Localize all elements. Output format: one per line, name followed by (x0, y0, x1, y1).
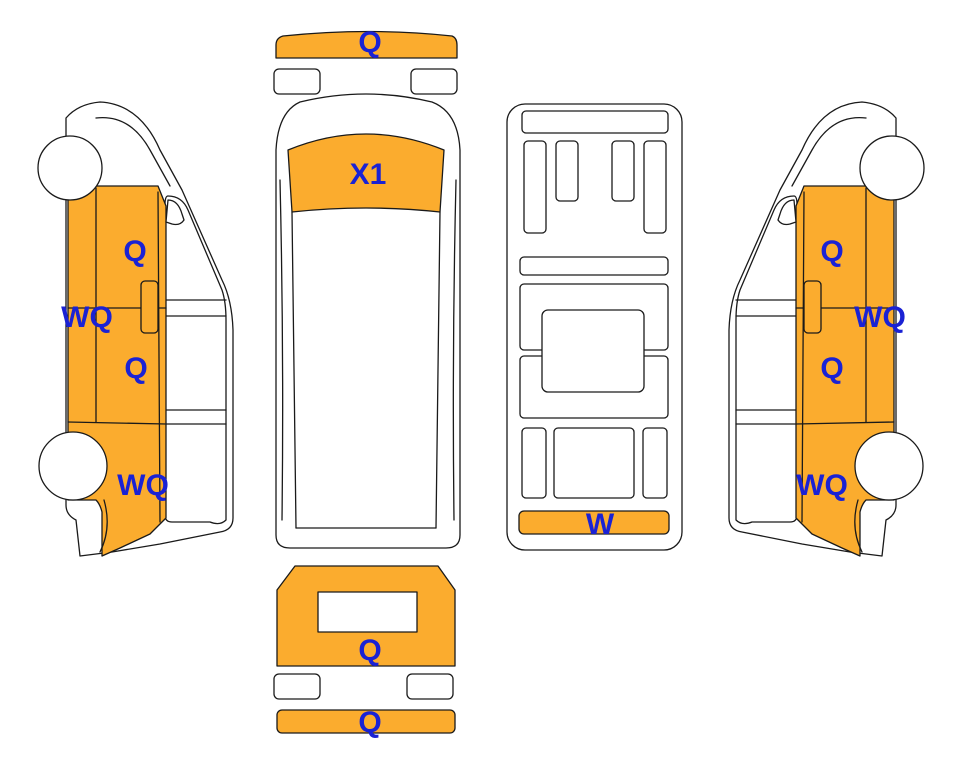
left-side-view (37, 101, 234, 557)
front-left-headlight[interactable] (273, 68, 321, 95)
right-side-front-wheel (859, 135, 925, 201)
label-left-sill: WQ (61, 301, 113, 334)
damage-labels: Q X1 Q WQ Q WQ Q WQ Q WQ W Q Q (61, 26, 906, 739)
rear-left-taillight[interactable] (273, 673, 321, 700)
underbody-view (506, 103, 683, 551)
label-left-front-door: Q (123, 235, 146, 268)
label-hood: X1 (350, 158, 387, 191)
top-view (275, 93, 461, 549)
left-side-mirror[interactable] (165, 199, 185, 226)
label-right-front-door: Q (820, 235, 843, 268)
top-right-mirror-line (452, 179, 457, 521)
label-left-rear-door: Q (124, 352, 147, 385)
underbody-rear-panel[interactable] (518, 510, 670, 535)
front-right-headlight[interactable] (410, 68, 458, 95)
label-rear-bumper: Q (358, 706, 381, 739)
right-side-pillar-line (791, 116, 867, 187)
underbody-rear-right-rail (642, 427, 668, 499)
front-bumper-panel[interactable] (275, 30, 458, 59)
left-side-rear-arch (99, 499, 108, 553)
top-left-body-line (291, 211, 297, 529)
rear-bumper-panel[interactable] (276, 709, 456, 734)
right-side-rear-arch (854, 499, 863, 553)
right-side-door-seam-rear (801, 191, 805, 523)
underbody-mid-crossmember (519, 256, 669, 276)
label-front-bumper: Q (358, 26, 381, 59)
top-right-body-line (435, 211, 441, 529)
right-side-rear-wheel (854, 431, 924, 501)
right-side-door-handle[interactable] (803, 280, 822, 334)
rear-right-taillight[interactable] (406, 673, 454, 700)
label-left-rear-quarter: WQ (117, 469, 169, 502)
left-side-pillar-line (95, 116, 171, 187)
top-left-mirror-line (279, 179, 284, 521)
left-side-window-frame (164, 195, 227, 525)
right-side-mirror[interactable] (777, 199, 797, 226)
underbody-rear-left-rail (521, 427, 547, 499)
left-side-door-seam-rear (157, 191, 161, 523)
left-side-rear-wheel (38, 431, 108, 501)
label-right-sill: WQ (854, 301, 906, 334)
right-side-sill-line (795, 421, 895, 425)
underbody-front-inner-left (555, 140, 579, 202)
rear-view (273, 565, 456, 734)
underbody-front-crossmember (521, 110, 669, 134)
label-underbody-rear: W (586, 508, 615, 541)
underbody-center-tank (541, 309, 645, 393)
label-right-rear-door: Q (820, 352, 843, 385)
left-side-front-wheel (37, 135, 103, 201)
label-right-rear-quarter: WQ (796, 469, 848, 502)
left-side-door-handle[interactable] (140, 280, 159, 334)
rear-window (317, 591, 418, 633)
right-side-view (728, 101, 925, 557)
label-rear-door: Q (358, 634, 381, 667)
left-side-sill-line (67, 421, 167, 425)
underbody-front-inner-right (611, 140, 635, 202)
underbody-front-left-rail (523, 140, 547, 234)
front-view (273, 30, 458, 95)
underbody-front-right-rail (643, 140, 667, 234)
right-side-window-frame (735, 195, 798, 525)
underbody-rear-center (553, 427, 635, 499)
